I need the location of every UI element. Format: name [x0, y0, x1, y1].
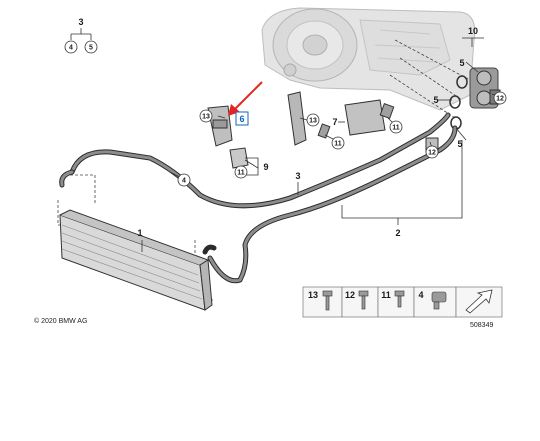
label-part-12a: 12 — [496, 96, 504, 103]
label-part-7: 7 — [332, 117, 337, 127]
legend-sub-parts: 3 4 5 — [64, 17, 98, 54]
label-part-1: 1 — [137, 228, 142, 238]
label-part-5c: 5 — [457, 139, 462, 149]
label-part-2: 2 — [395, 228, 400, 238]
bolt-icon — [394, 290, 405, 308]
clip-icon — [431, 291, 447, 310]
arrow-box-icon — [465, 289, 493, 314]
bolt-icon — [322, 290, 333, 311]
table-item-11: 11 — [381, 290, 391, 300]
label-part-5a: 5 — [459, 58, 464, 68]
label-part-11a: 11 — [237, 170, 245, 177]
brackets — [207, 91, 439, 169]
label-part-13a: 13 — [202, 114, 210, 121]
legend-parent-label: 3 — [78, 17, 83, 27]
diagram-number: 508349 — [470, 322, 493, 329]
label-part-6[interactable]: 6 — [239, 114, 244, 124]
table-item-4: 4 — [418, 290, 423, 300]
leader-lines — [141, 37, 499, 252]
label-part-3: 3 — [295, 171, 300, 181]
part-labels: 1 2 3 4 5 5 5 6 7 9 10 11 11 11 12 12 13… — [137, 26, 507, 238]
table-item-13: 13 — [308, 290, 318, 300]
label-part-12b: 12 — [428, 150, 436, 157]
legend-child-5: 5 — [89, 45, 93, 52]
cooler-lines — [59, 112, 458, 284]
bolt-icon — [358, 290, 369, 310]
legend-child-4: 4 — [69, 45, 73, 52]
label-part-9: 9 — [263, 162, 268, 172]
table-item-12: 12 — [345, 290, 355, 300]
label-part-11b: 11 — [334, 141, 342, 148]
label-part-11c: 11 — [392, 125, 400, 132]
parts-table: 13 12 11 4 — [302, 286, 503, 318]
label-part-13b: 13 — [309, 118, 317, 125]
transmission-housing — [261, 7, 476, 111]
label-part-5b: 5 — [433, 95, 438, 105]
label-part-4: 4 — [182, 178, 186, 185]
label-part-10: 10 — [468, 26, 478, 36]
oil-cooler — [59, 209, 213, 311]
highlight-arrow — [228, 81, 263, 116]
copyright-text: © 2020 BMW AG — [34, 317, 87, 325]
